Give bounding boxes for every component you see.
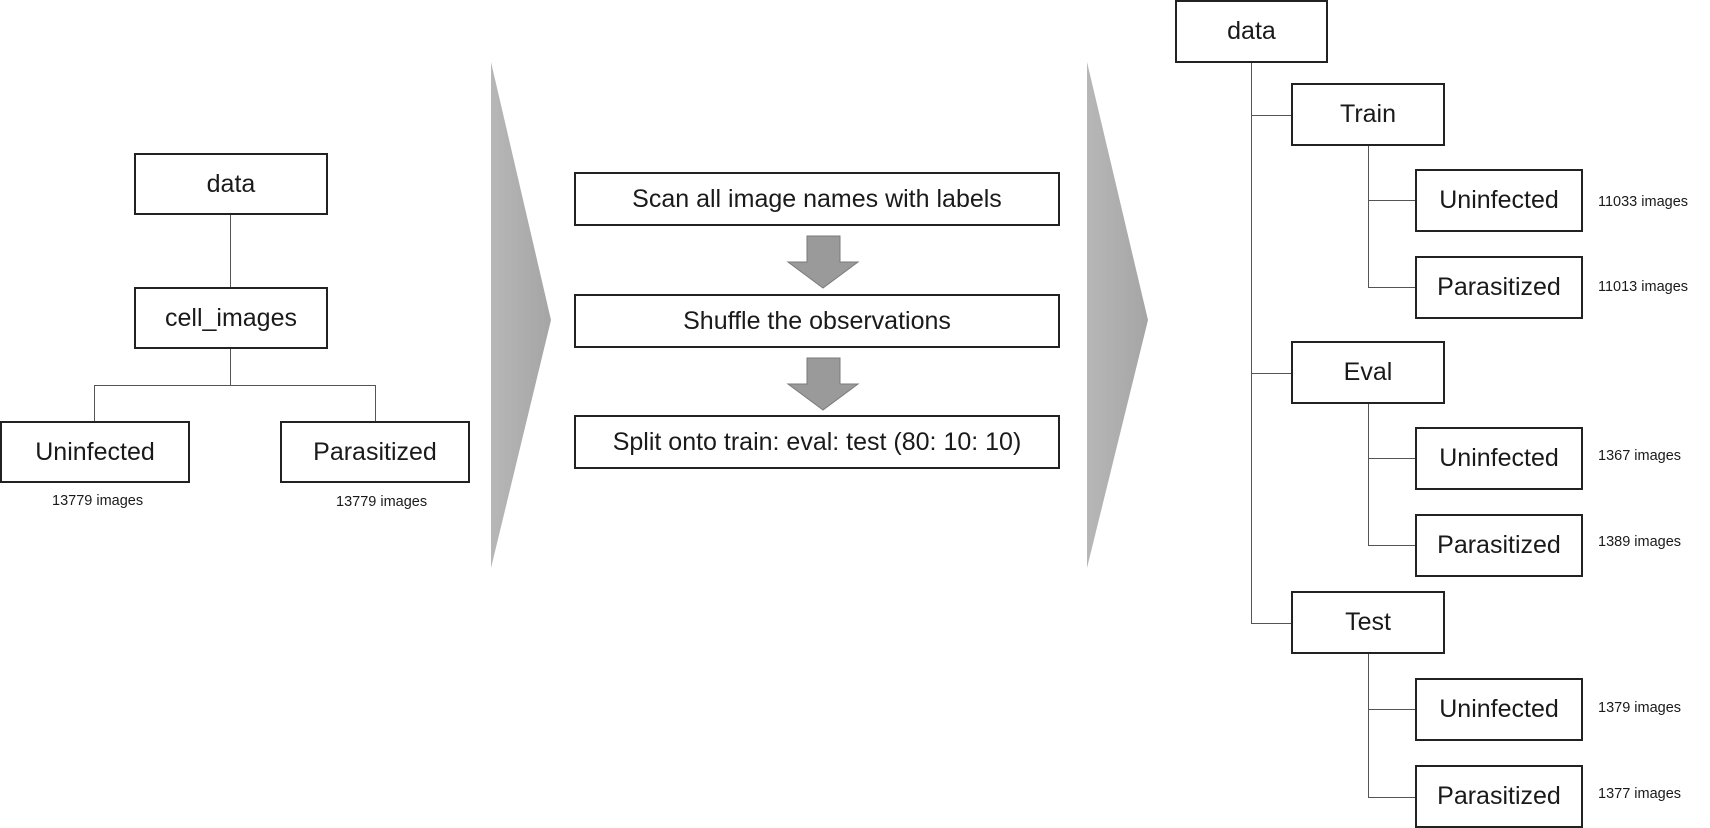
connector (1251, 623, 1292, 624)
connector (1368, 403, 1369, 545)
train-parasitized-node: Parasitized (1415, 256, 1583, 319)
test-node: Test (1291, 591, 1445, 654)
connector (1368, 545, 1416, 546)
train-parasitized-count: 11013 images (1598, 279, 1689, 295)
test-uninfected-count: 1379 images (1598, 700, 1682, 716)
eval-uninfected-count: 1367 images (1598, 448, 1682, 464)
test-parasitized-count: 1377 images (1598, 786, 1682, 802)
source-parasitized-count: 13779 images (336, 494, 428, 510)
step-shuffle: Shuffle the observations (574, 294, 1060, 348)
output-root-node: data (1175, 0, 1328, 63)
eval-parasitized-count: 1389 images (1598, 534, 1682, 550)
connector (1251, 115, 1292, 116)
connector (230, 214, 231, 288)
connector (1368, 200, 1416, 201)
source-parasitized-node: Parasitized (280, 421, 470, 483)
connector (94, 385, 95, 422)
source-uninfected-count: 13779 images (52, 493, 144, 509)
connector (1368, 653, 1369, 798)
connector (1368, 709, 1416, 710)
stage-arrow-2-icon (1087, 62, 1148, 568)
connector (1368, 458, 1416, 459)
train-uninfected-count: 11033 images (1598, 194, 1689, 210)
connector (1251, 62, 1252, 624)
connector (94, 385, 376, 386)
connector (230, 348, 231, 385)
test-uninfected-node: Uninfected (1415, 678, 1583, 741)
step-arrow-1-icon (786, 235, 860, 289)
connector (1368, 797, 1416, 798)
connector (1368, 287, 1416, 288)
cell-images-node: cell_images (134, 287, 328, 349)
eval-uninfected-node: Uninfected (1415, 427, 1583, 490)
eval-node: Eval (1291, 341, 1445, 404)
source-uninfected-node: Uninfected (0, 421, 190, 483)
step-scan: Scan all image names with labels (574, 172, 1060, 226)
step-arrow-2-icon (786, 357, 860, 411)
test-parasitized-node: Parasitized (1415, 765, 1583, 828)
train-uninfected-node: Uninfected (1415, 169, 1583, 232)
connector (1368, 145, 1369, 287)
stage-arrow-1-icon (491, 62, 551, 568)
eval-parasitized-node: Parasitized (1415, 514, 1583, 577)
train-node: Train (1291, 83, 1445, 146)
step-split: Split onto train: eval: test (80: 10: 10… (574, 415, 1060, 469)
connector (375, 385, 376, 422)
source-root-node: data (134, 153, 328, 215)
connector (1251, 373, 1292, 374)
